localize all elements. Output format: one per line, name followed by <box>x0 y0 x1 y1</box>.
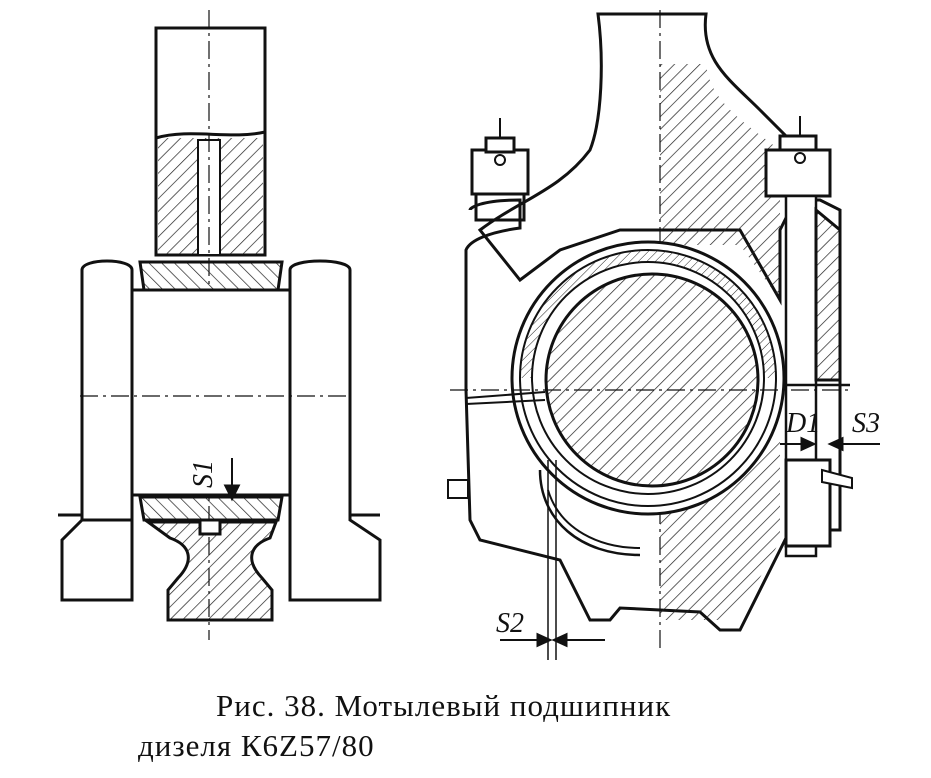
left-view <box>58 10 382 640</box>
label-s2: S2 <box>496 608 524 639</box>
crank-pin <box>130 288 292 497</box>
upper-shell <box>138 260 284 292</box>
caption-line-2: дизеля К6Z57/80 <box>138 728 375 763</box>
bottom-cap <box>143 520 279 622</box>
caption-line-1: Рис. 38. Мотылевый подшипник <box>216 688 672 723</box>
label-d1: D1 <box>785 408 820 439</box>
rod-section-hatched-right <box>660 64 780 300</box>
right-view <box>447 10 880 660</box>
bearing-drawing: S1 <box>58 10 880 660</box>
crank-web-right <box>288 259 382 602</box>
big-end-body <box>464 198 842 632</box>
label-s3: S3 <box>852 408 880 439</box>
lower-shell <box>138 495 284 522</box>
crank-pin-section <box>544 272 760 488</box>
crank-web-left <box>60 259 134 602</box>
label-s1: S1 <box>188 460 219 488</box>
